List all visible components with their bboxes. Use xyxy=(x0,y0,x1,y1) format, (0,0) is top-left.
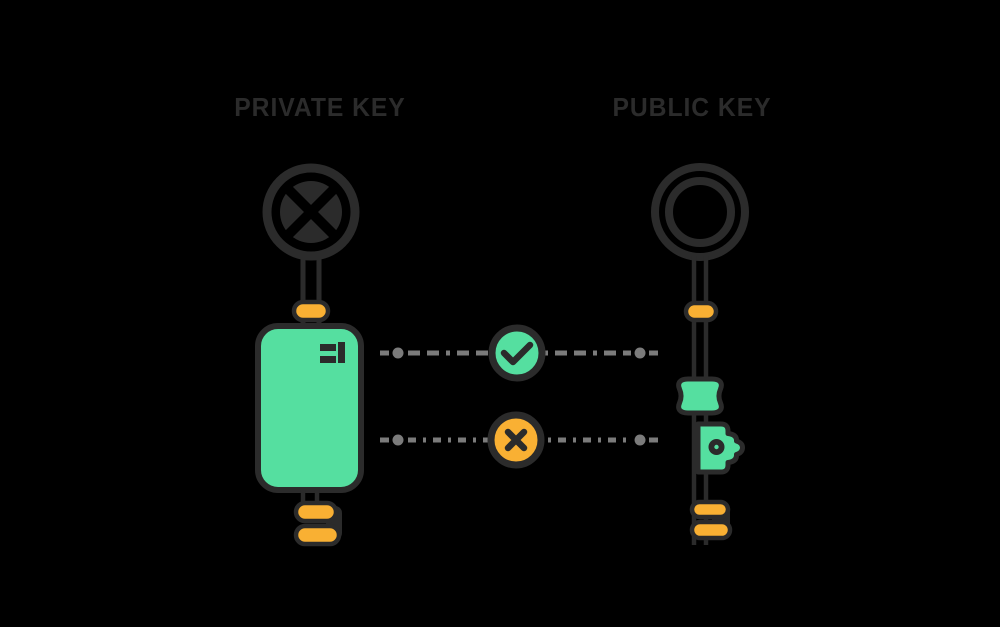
private-key-body-marks xyxy=(320,342,345,363)
private-key-title: PRIVATE KEY xyxy=(234,92,406,122)
public-key-teeth xyxy=(689,499,733,541)
cross-icon xyxy=(487,411,545,469)
private-key-teeth xyxy=(293,500,342,547)
public-key-title: PUBLIC KEY xyxy=(612,92,772,122)
double-ring-icon xyxy=(651,163,749,261)
dashed-connector-line xyxy=(380,347,658,359)
private-key-collar xyxy=(291,299,331,323)
dashed-connector-line xyxy=(380,434,658,446)
check-icon xyxy=(488,324,546,382)
public-key-collar xyxy=(683,300,719,323)
private-key-illustration xyxy=(255,163,364,547)
connection-mismatch xyxy=(380,411,658,469)
public-key-ward xyxy=(695,421,745,475)
private-key-body xyxy=(255,323,364,493)
public-key-spool xyxy=(676,376,724,416)
connection-match xyxy=(380,324,658,382)
crossed-circle-icon xyxy=(262,163,360,261)
public-key-illustration xyxy=(651,163,749,545)
